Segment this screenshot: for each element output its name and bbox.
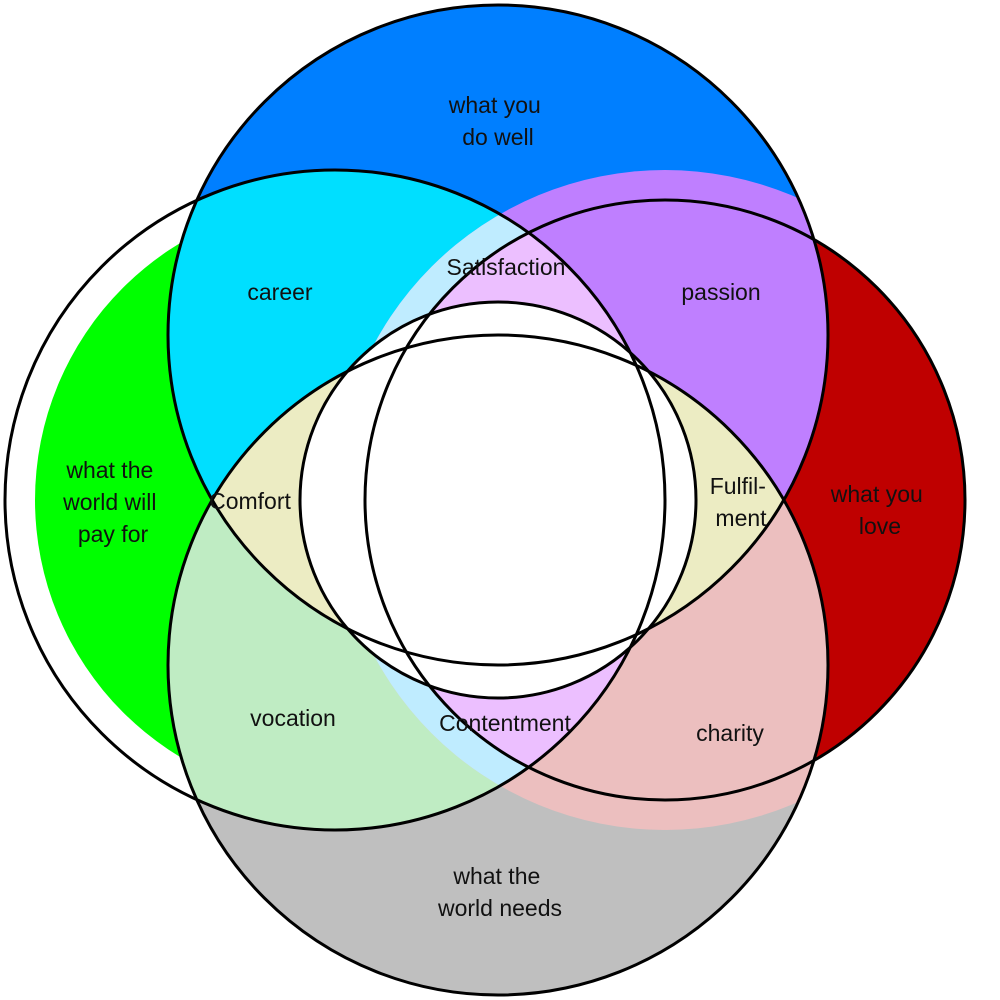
outline-left-circle xyxy=(3,168,667,832)
label-vocation: vocation xyxy=(250,705,336,731)
outline-right-circle xyxy=(363,198,967,802)
label-what-you-do-well: what you do well xyxy=(448,92,547,150)
outline-bottom-circle xyxy=(166,333,830,997)
label-career: career xyxy=(247,279,313,305)
label-contentment: Contentment xyxy=(439,710,571,736)
outline-center-circle xyxy=(298,300,698,700)
label-charity: charity xyxy=(696,720,764,746)
label-what-the-world-will-pay-for: what the world will pay for xyxy=(62,457,163,547)
label-fulfilment: Fulfil- ment xyxy=(710,473,773,531)
outline-top-circle xyxy=(166,3,830,667)
label-satisfaction: Satisfaction xyxy=(447,254,566,280)
label-what-you-love: what you love xyxy=(830,481,929,539)
label-passion: passion xyxy=(681,279,760,305)
region-center xyxy=(300,302,696,698)
label-comfort: Comfort xyxy=(209,488,291,514)
label-what-the-world-needs: what the world needs xyxy=(437,863,562,921)
